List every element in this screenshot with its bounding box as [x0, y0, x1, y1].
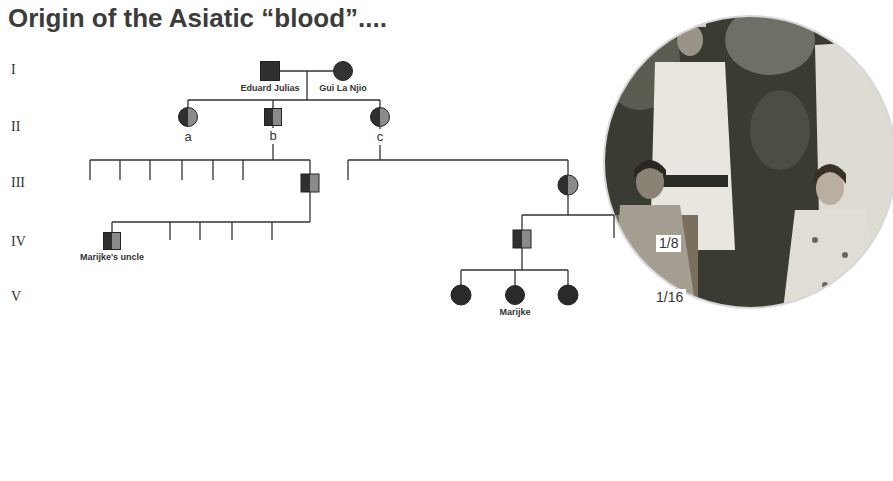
fraction-label: 1/8 [656, 235, 681, 252]
male-symbol [513, 230, 531, 248]
male-symbol [260, 61, 280, 81]
symbol-outline [104, 233, 121, 250]
female-symbol [333, 61, 353, 81]
male-node: Eduard Julias [260, 61, 280, 81]
person-label: Eduard Julias [238, 83, 301, 94]
pedigree-lines [90, 71, 614, 285]
person-label: Marijke's uncle [78, 252, 146, 263]
person-label: b [267, 128, 278, 144]
generation-numeral: IV [8, 234, 29, 251]
female-symbol [370, 107, 390, 127]
male-symbol [264, 108, 282, 126]
male-symbol [301, 174, 319, 192]
dress-pattern [812, 237, 818, 243]
generation-numeral: II [8, 119, 23, 136]
symbol-outline [371, 108, 390, 127]
female-node: a [178, 107, 198, 127]
marriage-line [280, 71, 333, 72]
male-node: Marijke's uncle [103, 232, 121, 250]
male-node: b [264, 108, 282, 126]
female-symbol [558, 175, 578, 195]
fraction-label: 1/16 [653, 289, 686, 306]
person-label: Marijke [497, 307, 532, 318]
female-symbol [451, 285, 471, 305]
female-symbol [505, 285, 525, 305]
female-node: Gui La Njio [333, 61, 353, 81]
generation-numeral: I [8, 62, 19, 79]
dress-pattern [842, 252, 848, 258]
family-photo [600, 0, 893, 335]
female-symbol [558, 285, 578, 305]
standing-man-cap [674, 18, 706, 27]
seated-woman [780, 210, 885, 335]
female-node: c [370, 107, 390, 127]
symbol-outline [334, 62, 353, 81]
photo-frame [604, 16, 893, 308]
marriage-line [280, 70, 333, 71]
symbol-outline [265, 109, 282, 126]
female-symbol [178, 107, 198, 127]
standing-man-head [854, 12, 882, 44]
person-label: c [375, 129, 386, 145]
symbol-outline [506, 286, 525, 305]
female-node: Marijke [505, 285, 525, 305]
person-label: a [182, 129, 193, 145]
diagram-title: Origin of the Asiatic “blood”.... [8, 3, 387, 34]
seated-woman [612, 205, 700, 335]
photo-foliage [750, 90, 810, 170]
seated-woman-hair [814, 164, 846, 184]
person-label: Gui La Njio [317, 83, 369, 94]
symbol-outline [179, 108, 198, 127]
generation-numeral: III [8, 175, 28, 192]
dress-pattern [857, 297, 863, 303]
standing-man-sash [660, 175, 728, 187]
male-symbol [103, 232, 121, 250]
seated-woman-hair [634, 160, 666, 178]
generation-numeral: V [8, 289, 24, 306]
symbol-outline [261, 62, 280, 81]
photo-background [600, 0, 893, 330]
